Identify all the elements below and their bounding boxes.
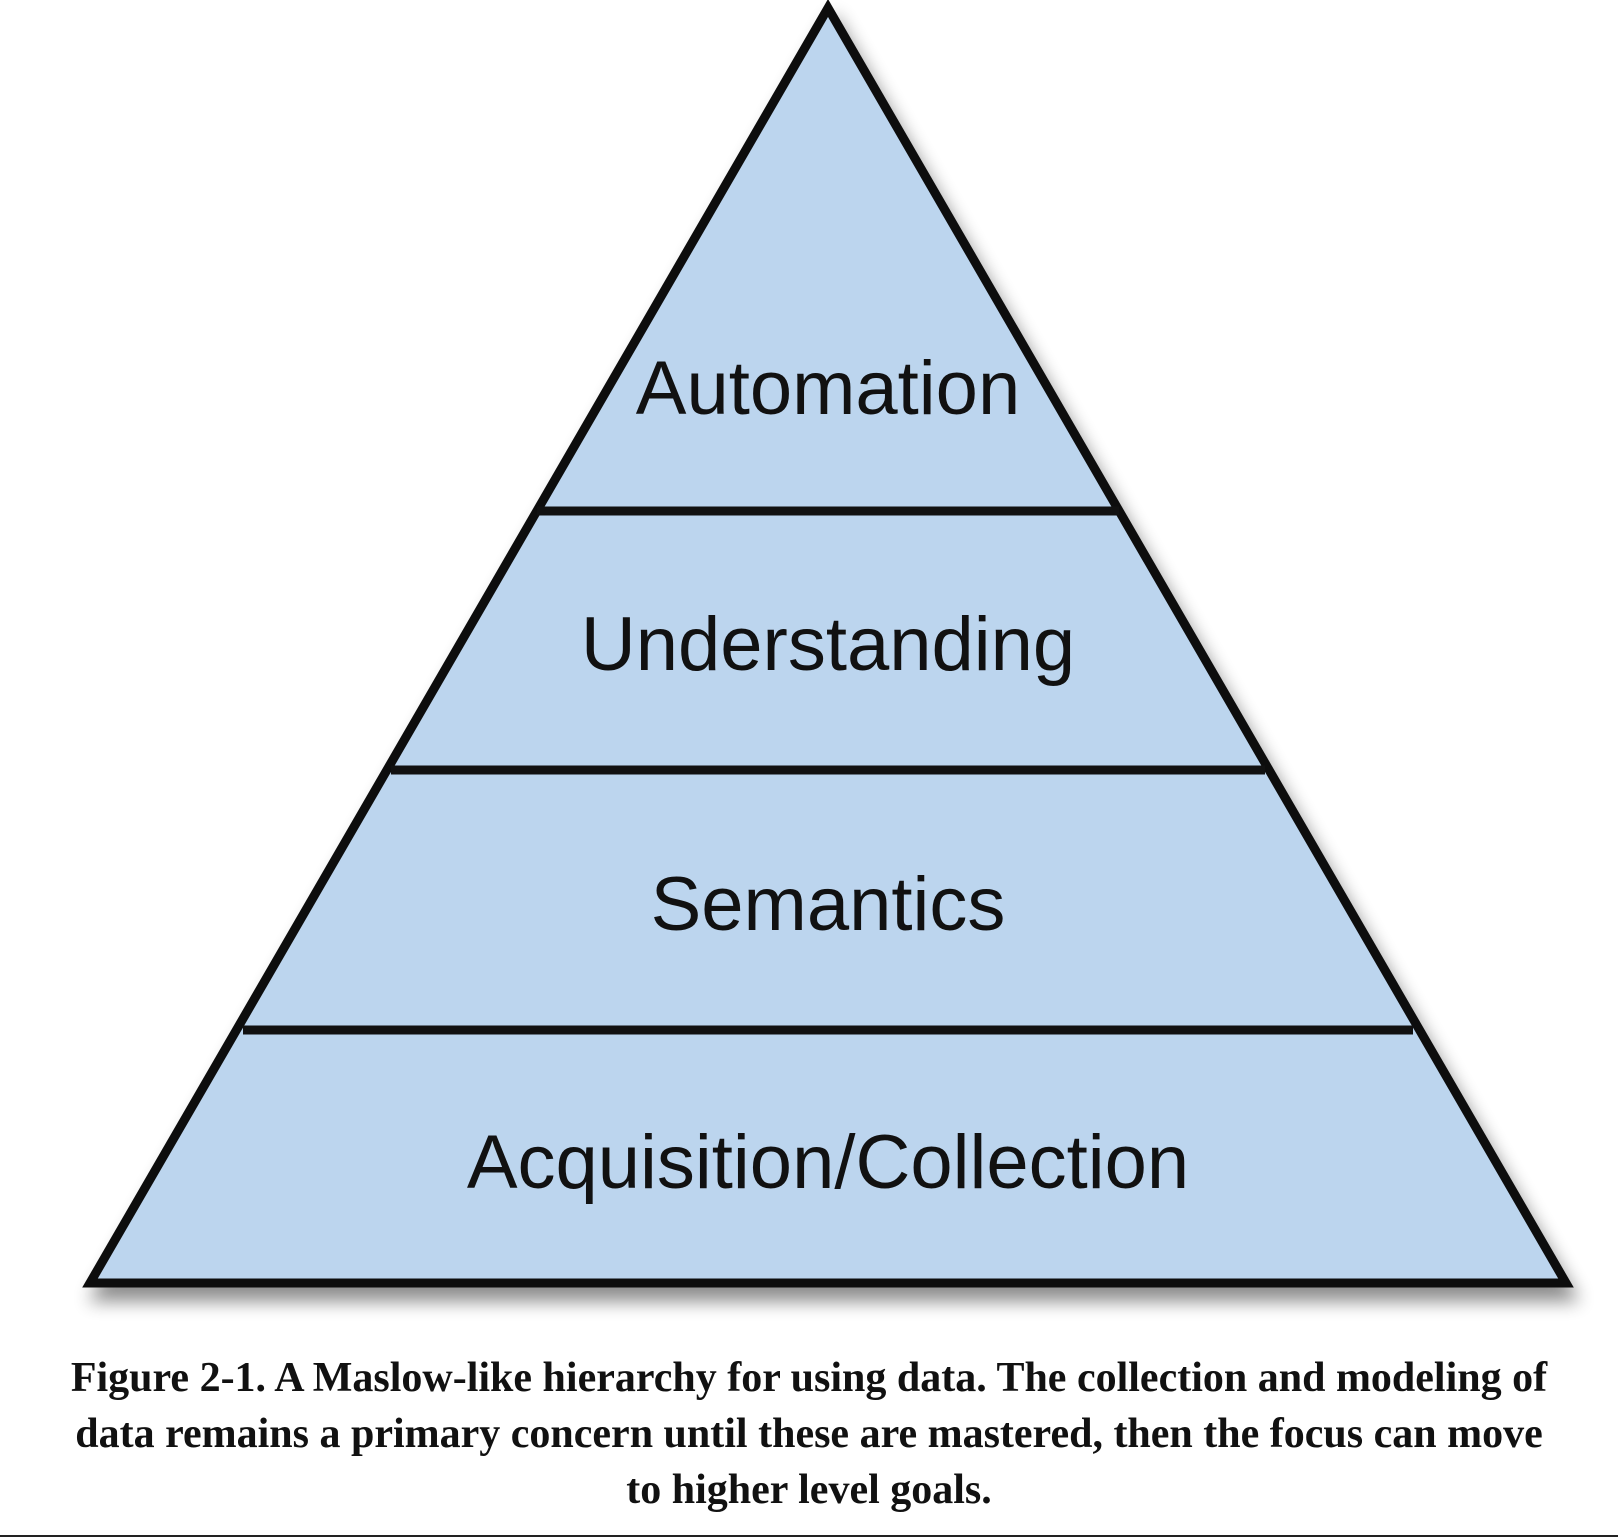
level-label-acquisition-collection: Acquisition/Collection <box>467 1120 1189 1205</box>
bottom-rule <box>0 1535 1618 1537</box>
pyramid-diagram: Automation Understanding Semantics Acqui… <box>82 0 1574 1288</box>
figure-caption: Figure 2-1. A Maslow-like hierarchy for … <box>70 1355 1548 1513</box>
level-label-semantics: Semantics <box>651 862 1006 947</box>
level-label-automation: Automation <box>636 346 1020 431</box>
pyramid-outline <box>82 0 1574 1288</box>
level-label-understanding: Understanding <box>581 602 1075 687</box>
